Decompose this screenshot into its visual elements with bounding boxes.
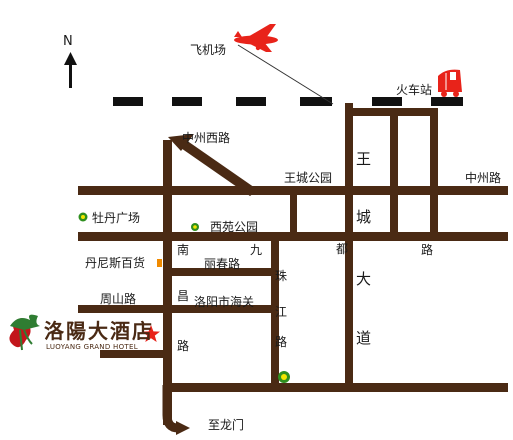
hotel-logo-icon [9,314,40,351]
jiudu-road-char-du: 都 [336,242,349,256]
xiyuan-park-label: 西苑公园 [210,220,259,234]
jiudu-road [78,232,508,241]
zhongzhou-road-label: 中州路 [465,171,502,185]
airport-label: 飞机场 [190,43,227,57]
zhujiang-road-char-lu: 路 [275,335,288,349]
airplane-icon [234,24,278,52]
south-marker-icon [278,371,290,383]
mudan-square-marker-icon [78,212,88,222]
railway-station-label: 火车站 [396,83,433,97]
hotel-name-en: LUOYANG GRAND HOTEL [46,343,138,351]
mudan-square-label: 牡丹广场 [92,211,141,225]
zhongzhou-west-road-label: 中州西路 [182,131,231,145]
zhilongmen-curve [162,385,179,433]
zhujiang-road-char-jiang: 江 [275,305,288,319]
lichun-road [165,268,275,276]
station-road-mid [390,108,398,235]
station-road-right [430,108,438,235]
zhilongmen-label: 至龙门 [208,418,245,432]
hotel-name-cn: 洛陽大酒店 [44,319,154,343]
lichun-road-label: 丽春路 [204,257,241,271]
zhoushan-road [78,305,278,313]
xiyuan-park-marker-icon [191,223,199,231]
zhilongmen-arrow [176,421,190,435]
wangcheng-avenue-char-wang: 王 [356,150,372,168]
zhujiang-road-char-zhu: 珠 [275,269,288,283]
hotel-star-icon [142,325,160,342]
wangcheng-avenue-char-dao: 道 [356,329,372,347]
nanchang-road-char-chang: 昌 [177,289,190,303]
roads [78,103,508,425]
customs-label: 洛阳市海关 [194,295,255,309]
nanchang-road [163,140,172,425]
jiudu-road-char-lu: 路 [421,243,434,257]
dennis-store-label: 丹尼斯百货 [85,256,146,270]
hotel-road [100,350,170,358]
north-label: N [63,34,73,49]
zhongzhou-west-road [168,134,258,196]
north-arrow-icon [64,52,77,88]
zhoushan-road-label: 周山路 [100,292,137,306]
wangcheng-avenue-char-cheng: 城 [356,208,372,226]
wangcheng-avenue-char-da: 大 [356,270,372,288]
railway-line [113,97,463,106]
nanchang-road-char-lu: 路 [177,339,190,353]
dennis-store-marker-icon [157,259,162,267]
train-icon [438,69,462,97]
nanchang-road-char-nan: 南 [177,243,190,257]
wangcheng-avenue [345,103,353,388]
wangcheng-park-label: 王城公园 [284,171,333,185]
south-road [165,383,508,392]
jiudu-road-char-jiu: 九 [250,243,263,257]
park-connector [290,190,297,236]
airport-pointer-line [237,44,334,105]
